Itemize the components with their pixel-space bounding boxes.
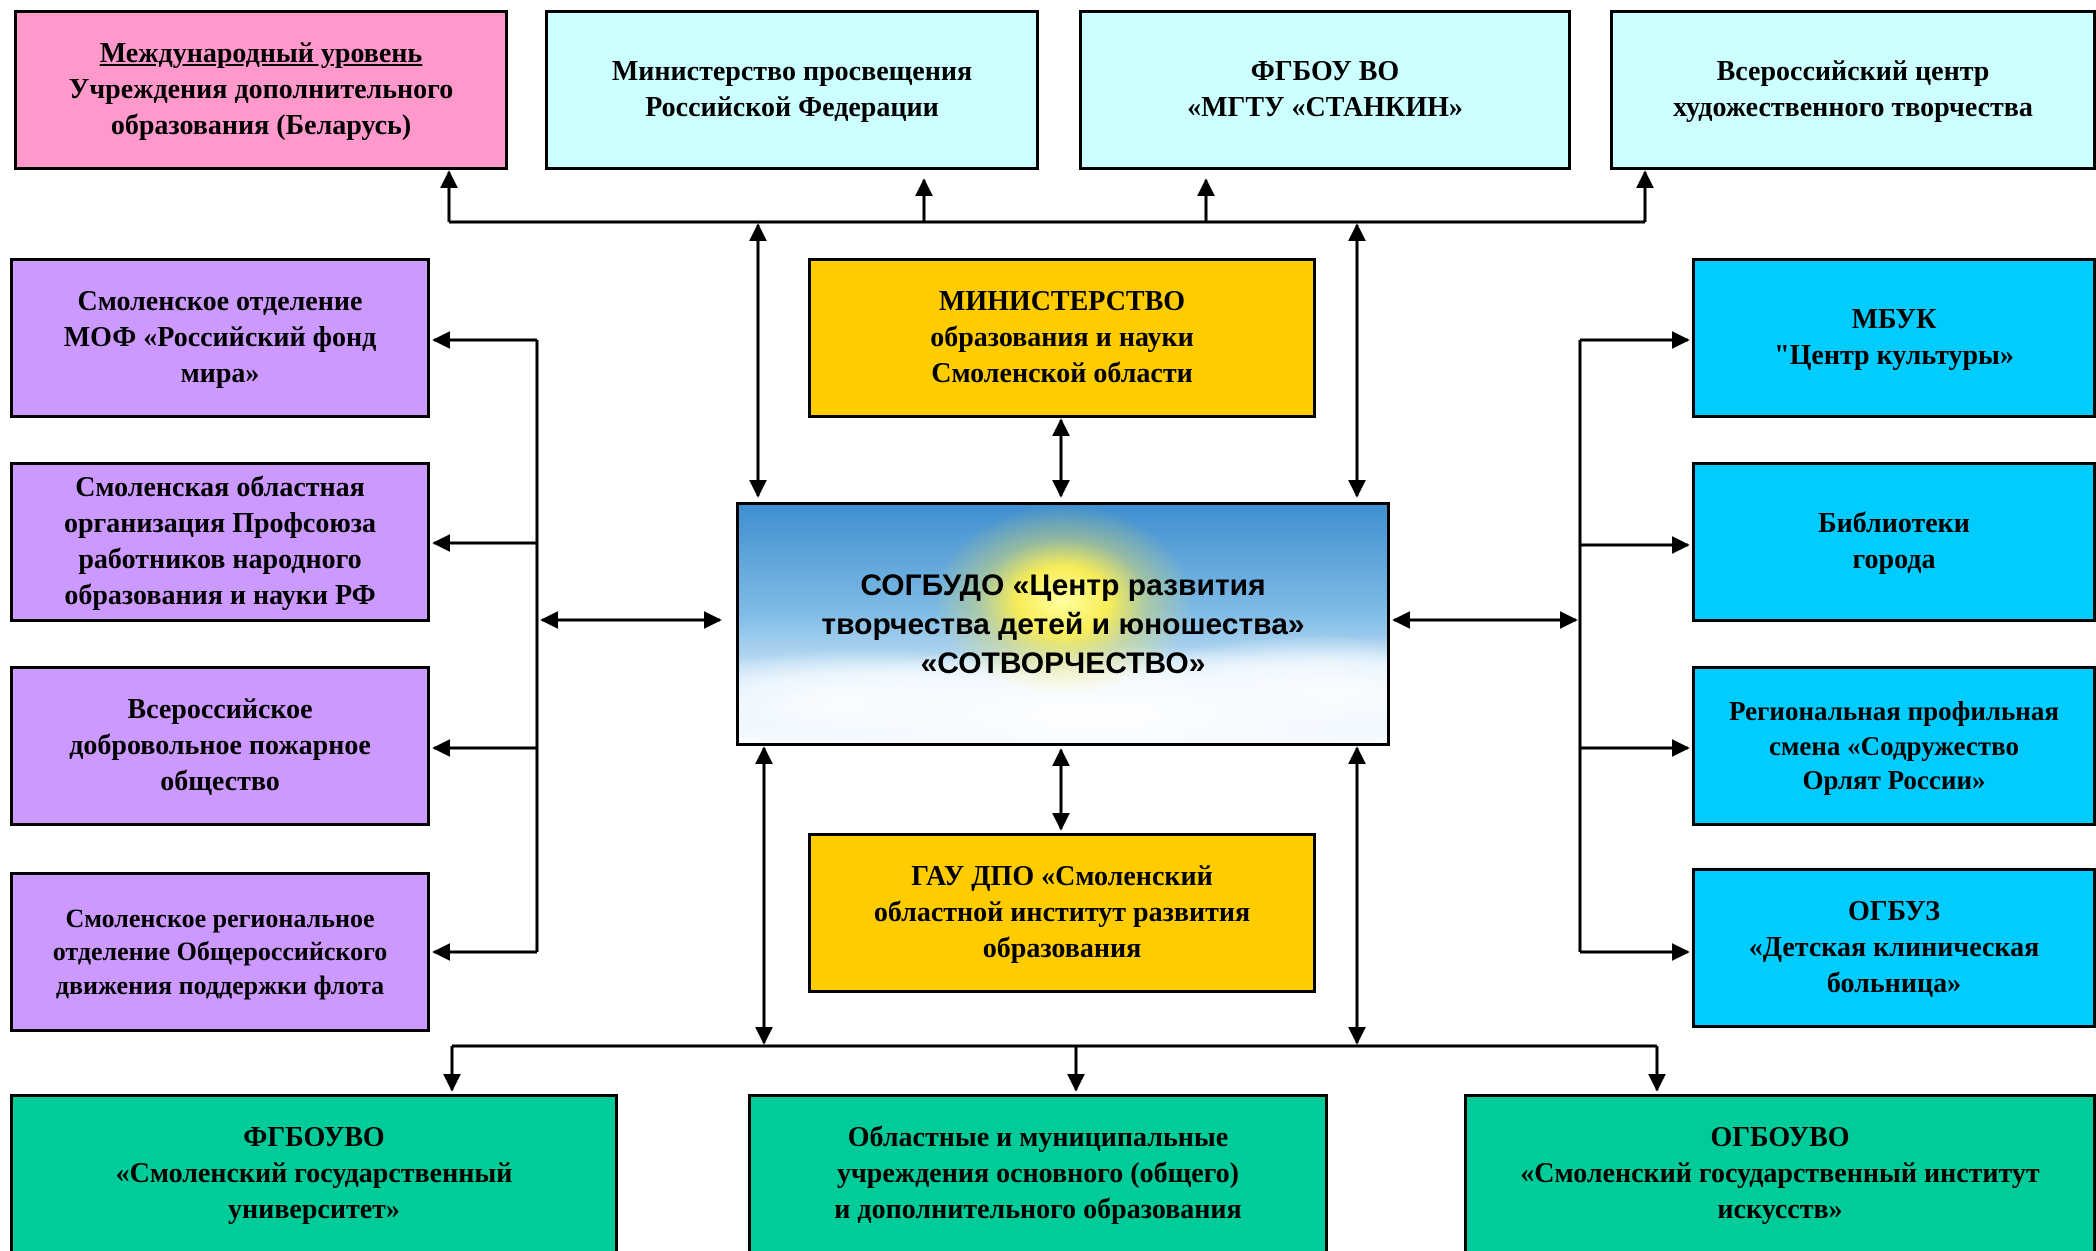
node-line: работников народного bbox=[78, 544, 362, 575]
node-children-hospital: ОГБУЗ «Детская клиническая больница» bbox=[1692, 868, 2096, 1028]
node-line: Всероссийское bbox=[127, 694, 313, 726]
node-regional-schools: Областные и муниципальные учреждения осн… bbox=[748, 1094, 1328, 1251]
node-line: города bbox=[1852, 544, 1936, 575]
node-line: Учреждения дополнительного bbox=[68, 74, 454, 106]
node-line: Смоленское региональное bbox=[65, 904, 375, 934]
node-line: общество bbox=[160, 765, 280, 797]
node-line: областной институт развития bbox=[873, 897, 1251, 929]
node-line: «СОТВОРЧЕСТВО» bbox=[920, 646, 1206, 680]
node-line: «Смоленский государственный bbox=[115, 1158, 513, 1190]
node-international-level: Международный уровень Учреждения дополни… bbox=[14, 10, 508, 170]
node-art-center: Всероссийский центр художественного твор… bbox=[1610, 10, 2096, 170]
node-line: Областные и муниципальные bbox=[847, 1122, 1229, 1154]
node-line: образования bbox=[982, 932, 1142, 964]
node-line: МИНИСТЕРСТВО bbox=[938, 286, 1186, 318]
node-orlyata-shift: Региональная профильная смена «Содружест… bbox=[1692, 666, 2096, 826]
node-line: добровольное пожарное bbox=[69, 730, 371, 762]
node-fire-society: Всероссийское добровольное пожарное обще… bbox=[10, 666, 430, 826]
node-central-organization: СОГБУДО «Центр развития творчества детей… bbox=[736, 502, 1390, 746]
node-line: художественного творчества bbox=[1673, 92, 2033, 123]
node-line: творчества детей и юношества» bbox=[821, 607, 1305, 641]
node-line: «Смоленский государственный институт bbox=[1520, 1158, 2040, 1190]
node-line: Библиотеки bbox=[1818, 508, 1970, 540]
node-line: ОГБОУВО bbox=[1710, 1122, 1850, 1154]
node-institute-of-arts: ОГБОУВО «Смоленский государственный инст… bbox=[1464, 1094, 2096, 1251]
node-line: искусств» bbox=[1717, 1193, 1843, 1225]
node-line: больница» bbox=[1826, 967, 1962, 999]
node-regional-ministry: МИНИСТЕРСТВО образования и науки Смоленс… bbox=[808, 258, 1316, 418]
node-line: Министерство просвещения bbox=[611, 56, 973, 88]
node-line: ФГБОУВО bbox=[243, 1122, 385, 1154]
node-line: организация Профсоюза bbox=[63, 508, 377, 540]
node-line: Российской Федерации bbox=[645, 92, 939, 123]
node-line: учреждения основного (общего) bbox=[837, 1158, 1239, 1190]
node-line: МОФ «Российский фонд bbox=[63, 322, 377, 354]
node-ministry-of-enlightenment: Министерство просвещения Российской Феде… bbox=[545, 10, 1039, 170]
node-line: мира» bbox=[180, 357, 260, 389]
node-line: отделение Общероссийского bbox=[52, 937, 388, 967]
node-line: «МГТУ «СТАНКИН» bbox=[1187, 92, 1463, 123]
node-heading: Международный уровень bbox=[99, 38, 423, 70]
node-line: Орлят России» bbox=[1802, 765, 1986, 796]
node-line: СОГБУДО «Центр развития bbox=[860, 568, 1266, 602]
node-trade-union: Смоленская областная организация Профсою… bbox=[10, 462, 430, 622]
node-fleet-support: Смоленское региональное отделение Общеро… bbox=[10, 872, 430, 1032]
node-line: "Центр культуры» bbox=[1774, 340, 2014, 371]
node-line: и дополнительного образования bbox=[834, 1193, 1242, 1225]
node-line: ОГБУЗ bbox=[1847, 896, 1941, 928]
node-stankin: ФГБОУ ВО «МГТУ «СТАНКИН» bbox=[1079, 10, 1571, 170]
node-smolensk-state-university: ФГБОУВО «Смоленский государственный унив… bbox=[10, 1094, 618, 1251]
node-culture-center: МБУК "Центр культуры» bbox=[1692, 258, 2096, 418]
node-line: университет» bbox=[228, 1193, 400, 1225]
node-line: ГАУ ДПО «Смоленский bbox=[911, 861, 1213, 893]
node-line: МБУК bbox=[1851, 304, 1937, 336]
node-line: Смоленское отделение bbox=[77, 286, 363, 318]
node-line: ФГБОУ ВО bbox=[1250, 56, 1400, 88]
node-institute-education-development: ГАУ ДПО «Смоленский областной институт р… bbox=[808, 833, 1316, 993]
node-line: Всероссийский центр bbox=[1716, 56, 1990, 88]
node-peace-fund: Смоленское отделение МОФ «Российский фон… bbox=[10, 258, 430, 418]
node-city-libraries: Библиотеки города bbox=[1692, 462, 2096, 622]
node-line: образования и науки bbox=[930, 322, 1194, 354]
node-line: Смоленская областная bbox=[75, 472, 365, 504]
node-line: смена «Содружество bbox=[1768, 730, 2020, 761]
node-line: движения поддержки флота bbox=[55, 970, 385, 1000]
node-line: образования (Беларусь) bbox=[110, 109, 412, 141]
node-line: «Детская клиническая bbox=[1748, 932, 2040, 964]
node-line: образования и науки РФ bbox=[64, 579, 376, 611]
node-line: Региональная профильная bbox=[1729, 696, 2059, 727]
node-line: Смоленской области bbox=[931, 357, 1193, 389]
